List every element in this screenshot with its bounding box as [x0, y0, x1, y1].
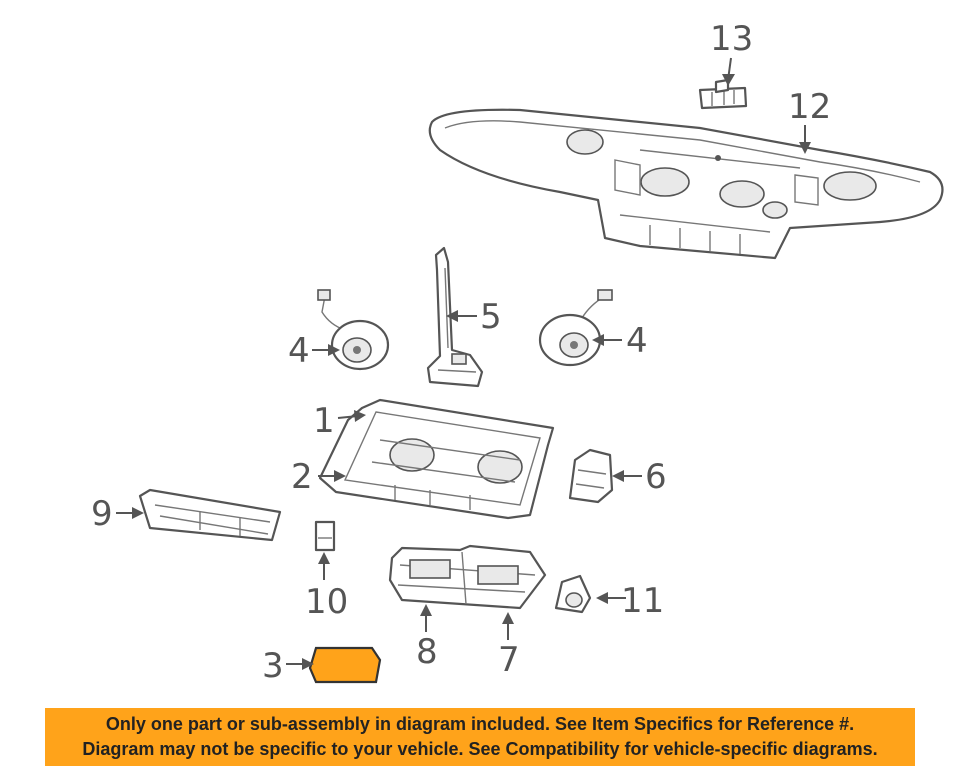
part-6-switch [568, 448, 614, 504]
callout-7: 7 [498, 640, 520, 680]
disclaimer-line-2: Diagram may not be specific to your vehi… [82, 739, 878, 759]
callout-9: 9 [91, 494, 113, 534]
part-1-2-console-assembly [318, 398, 555, 520]
part-5-harness [426, 246, 484, 388]
callout-12: 12 [788, 87, 831, 127]
part-10-small-switch [314, 520, 336, 552]
leader-arrows [116, 57, 811, 670]
part-9-lamp-strip [138, 488, 282, 542]
part-11-connector [554, 574, 592, 614]
part-4-left-speaker [317, 289, 390, 371]
callout-1: 1 [313, 401, 335, 441]
callout-8: 8 [416, 632, 438, 672]
part-13-clip [698, 78, 748, 110]
disclaimer-line-1: Only one part or sub-assembly in diagram… [105, 714, 855, 734]
callout-13: 13 [710, 19, 753, 59]
disclaimer-banner: Only one part or sub-assembly in diagram… [45, 708, 915, 766]
part-3-lens-highlighted [308, 646, 382, 684]
callout-6: 6 [645, 457, 667, 497]
part-12-overhead-housing [428, 108, 944, 260]
callout-2: 2 [291, 457, 313, 497]
part-7-8-lamp-module [388, 544, 547, 610]
callout-10: 10 [305, 582, 348, 622]
callout-11: 11 [621, 581, 664, 621]
callout-4-left: 4 [288, 331, 310, 371]
part-4-right-speaker [538, 289, 613, 367]
callout-4-right: 4 [626, 321, 648, 361]
callout-3: 3 [262, 646, 284, 686]
callout-5: 5 [480, 297, 502, 337]
